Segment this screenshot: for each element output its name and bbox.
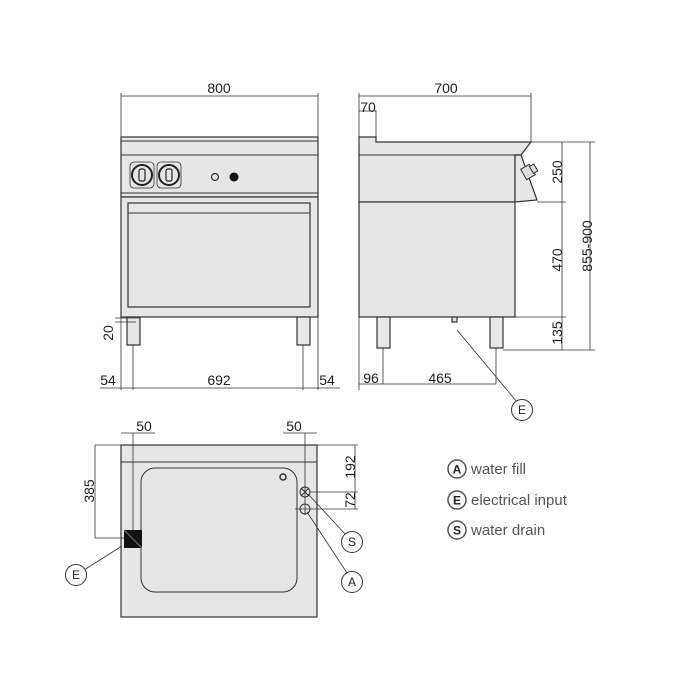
callout-e: E	[72, 568, 80, 582]
side-cabinet	[358, 201, 516, 318]
dim-right-margin: 54	[319, 372, 335, 388]
dim-cabinet-height: 470	[549, 248, 565, 272]
leg	[126, 316, 141, 346]
water-drain-icon	[299, 486, 311, 498]
dim-leg-height: 135	[549, 321, 565, 345]
front-view: 800 20 54 692 54	[100, 80, 340, 390]
leg	[296, 316, 311, 346]
legend-key: E	[453, 494, 461, 508]
power-light-icon	[229, 172, 239, 182]
leg	[489, 316, 504, 349]
dim-panel-height: 250	[549, 160, 565, 184]
callout-e: E	[518, 403, 526, 417]
legend-label: electrical input	[471, 492, 568, 509]
knob-icon	[156, 161, 182, 189]
dim-depth: 700	[434, 80, 458, 96]
dim-leg-span: 692	[207, 372, 231, 388]
dim-left-margin: 54	[100, 372, 116, 388]
water-fill-icon	[299, 503, 311, 515]
dim-left-offset: 50	[136, 418, 152, 434]
dim-foot-offset: 20	[100, 325, 116, 341]
leg	[376, 316, 391, 349]
dim-total-height: 855-900	[579, 220, 595, 272]
dim-e-depth: 385	[81, 479, 97, 503]
legend: A water fill E electrical input S water …	[447, 459, 568, 540]
dim-side-leg-span: 465	[428, 370, 452, 386]
well	[140, 467, 298, 593]
legend-key: A	[453, 463, 462, 477]
dim-rear-leg: 96	[363, 370, 379, 386]
callout-a: A	[348, 575, 356, 589]
dim-backsplash: 70	[360, 99, 376, 115]
legend-key: S	[453, 524, 461, 538]
knob-icon	[129, 161, 155, 189]
legend-label: water fill	[470, 461, 526, 478]
side-view: 700 70 96 465 250 470 135 855-900 E	[358, 80, 595, 421]
dim-a-spacing: 72	[342, 492, 358, 508]
knob-icon	[519, 163, 539, 181]
side-top	[358, 136, 533, 203]
legend-item-water-drain: S water drain	[447, 520, 545, 540]
legend-item-electrical-input: E electrical input	[447, 490, 568, 510]
legend-item-water-fill: A water fill	[447, 459, 526, 479]
dim-right-offset: 50	[286, 418, 302, 434]
legend-label: water drain	[470, 522, 545, 539]
indicator-light-icon	[210, 172, 220, 182]
plan-view: 50 50 385 192 72 E S A	[65, 418, 363, 618]
dim-width: 800	[207, 80, 231, 96]
callout-s: S	[348, 535, 356, 549]
dim-s-depth: 192	[342, 455, 358, 479]
